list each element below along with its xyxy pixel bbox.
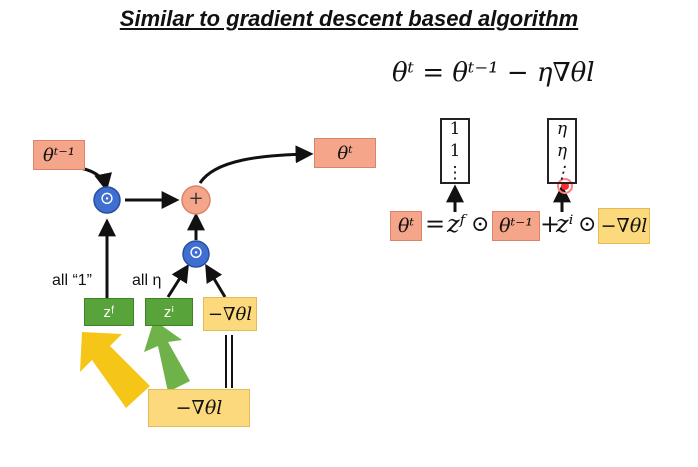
odot-input-glyph: ⊙ (188, 242, 204, 263)
arrow-zi-to-odot2 (166, 263, 189, 298)
yellow-arrow (80, 332, 150, 408)
eta-vector: η η ⋮ (547, 118, 577, 184)
all-ones-label: all “1” (52, 272, 93, 289)
plus-glyph: + (188, 188, 204, 209)
odot-node-input (182, 240, 210, 268)
cursor-dot (561, 182, 569, 190)
eq-plus: + (540, 210, 561, 238)
neg-grad-box: −∇θl (203, 297, 257, 331)
zf-box: zᶠ (84, 298, 134, 326)
eta-vector-entry: η (556, 119, 568, 139)
eq-odot-1: ⊙ (471, 212, 490, 237)
odot-node-forget (93, 186, 121, 214)
eq-neg-grad-box: −∇θl (598, 208, 650, 244)
eq-odot-2: ⊙ (578, 212, 597, 237)
arrow-theta-prev-to-odot (74, 165, 112, 192)
eq-theta-t-box: θᵗ (390, 211, 422, 241)
ones-vector: 1 1 ⋮ (440, 118, 470, 184)
eq-zi: zⁱ (556, 210, 574, 238)
eta-vector-entry: η (556, 141, 568, 161)
arrow-plus-to-theta (198, 145, 314, 184)
eq-zf: zᶠ (447, 210, 466, 238)
ones-vector-entry: ⋮ (446, 163, 464, 183)
arrow-grad-to-odot2 (205, 263, 227, 298)
theta-t-box: θᵗ (314, 138, 376, 168)
plus-node (181, 185, 211, 215)
zi-box: zⁱ (145, 298, 193, 326)
page-title: Similar to gradient descent based algori… (119, 6, 579, 31)
neg-grad-bottom-box: −∇θl (148, 389, 250, 427)
update-formula: θᵗ = θᵗ⁻¹ − η∇θl (392, 58, 595, 88)
theta-prev-box: θᵗ⁻¹ (33, 140, 85, 170)
eq-equals: = (425, 210, 446, 238)
green-arrow (144, 320, 190, 392)
ones-vector-entry: 1 (449, 141, 461, 161)
eq-theta-prev-box: θᵗ⁻¹ (492, 211, 540, 241)
eta-vector-entry: ⋮ (553, 163, 571, 183)
odot-forget-glyph: ⊙ (99, 188, 115, 209)
ones-vector-entry: 1 (449, 119, 461, 139)
all-eta-label: all η (132, 272, 162, 289)
